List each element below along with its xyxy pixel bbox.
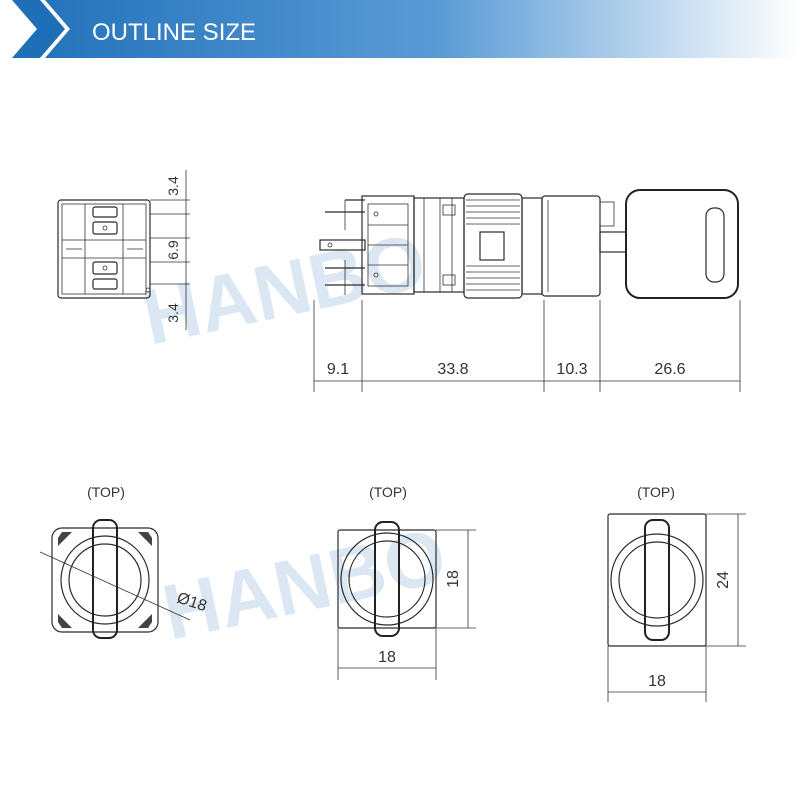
watermark: HANBO	[155, 511, 453, 657]
dim-width-18-b: 18	[648, 673, 666, 690]
header-banner: OUTLINE SIZE	[0, 0, 800, 58]
dim-26.6: 26.6	[654, 361, 685, 378]
chevron-icon	[0, 0, 70, 58]
dim-6.9: 6.9	[165, 240, 181, 260]
page-title: OUTLINE SIZE	[92, 19, 256, 46]
end-view	[57, 199, 151, 299]
side-view	[319, 189, 739, 299]
top-view-2: (TOP) 18 18	[337, 484, 476, 680]
dim-3.4-top: 3.4	[165, 176, 181, 196]
knurl-lines	[466, 199, 520, 291]
dim-3.4-bottom: 3.4	[165, 303, 181, 323]
dim-33.8: 33.8	[437, 361, 468, 378]
dim-10.3: 10.3	[556, 361, 587, 378]
top-label-3: (TOP)	[637, 484, 675, 500]
dim-width-18: 18	[378, 649, 396, 666]
top-label-1: (TOP)	[87, 484, 125, 500]
end-view-dimensions: 3.4 6.9 3.4	[150, 170, 190, 330]
top-view-3: (TOP) 24 18	[607, 484, 746, 702]
dim-height-18: 18	[445, 570, 462, 588]
top-label-2: (TOP)	[369, 484, 407, 500]
dim-9.1: 9.1	[327, 361, 349, 378]
dim-height-24: 24	[715, 571, 732, 589]
side-view-dimensions: 9.1 33.8 10.3 26.6	[313, 300, 741, 392]
